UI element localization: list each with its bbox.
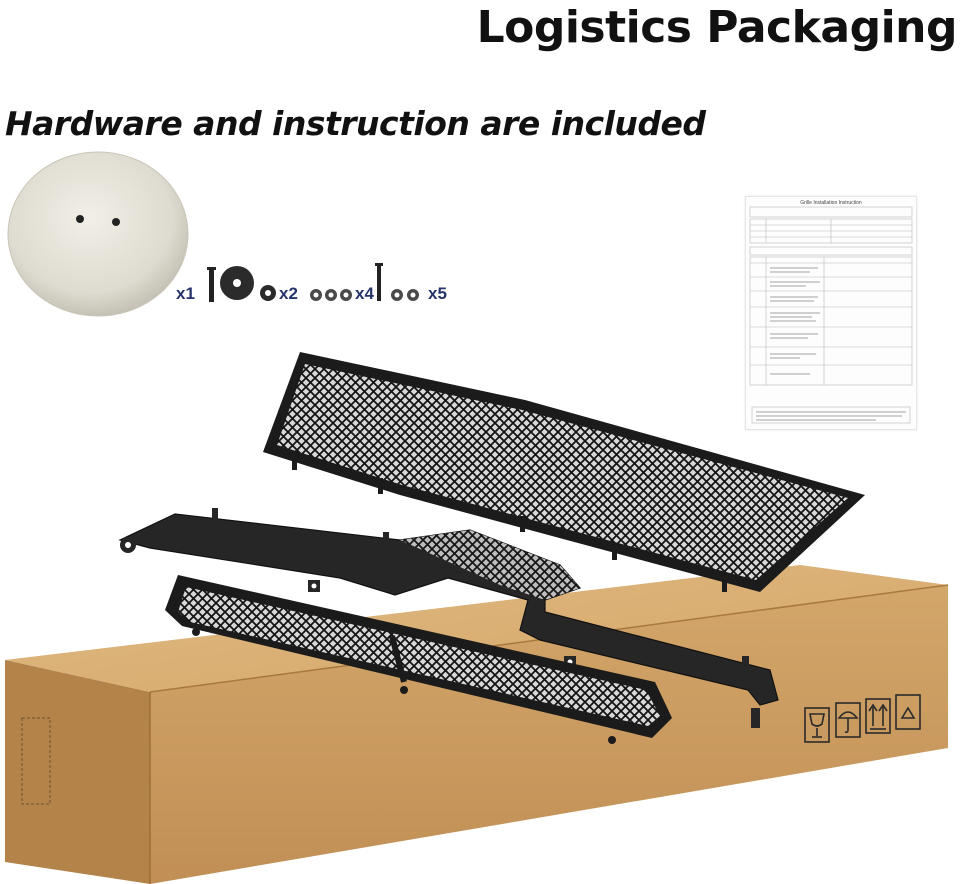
handling-symbols [804,694,921,743]
screw [375,263,383,301]
mounting-plate [7,151,189,317]
instruction-table [749,206,913,424]
instruction-sheet-title: Grille Installation Instruction [800,200,862,206]
instruction-sheet: Grille Installation Instruction [745,196,917,430]
hardware-panel: x1 x2 x4 x5 [0,150,478,322]
qty-label: x4 [355,284,374,303]
page-title: Logistics Packaging [476,2,958,53]
small-washers [310,289,352,301]
upper-grille [263,352,865,592]
qty-label: x5 [428,284,447,303]
this-way-up-icon [865,698,891,734]
lower-grille [165,575,672,744]
hardware-illustration [7,151,419,317]
bolt [207,267,216,302]
hardware-heading: Hardware and instruction are included [5,104,706,143]
box-top [5,565,948,692]
box-end [5,660,150,884]
shipping-box [5,565,949,884]
recycle-icon [895,694,921,730]
fragile-icon [804,707,830,743]
medium-nut [260,285,276,301]
large-washer [220,266,254,300]
qty-label: x2 [279,284,298,303]
keep-dry-icon [835,702,861,738]
center-bracket [118,508,779,728]
qty-label: x1 [176,284,195,303]
box-label-outline [21,717,51,805]
tiny-washers [391,289,419,301]
